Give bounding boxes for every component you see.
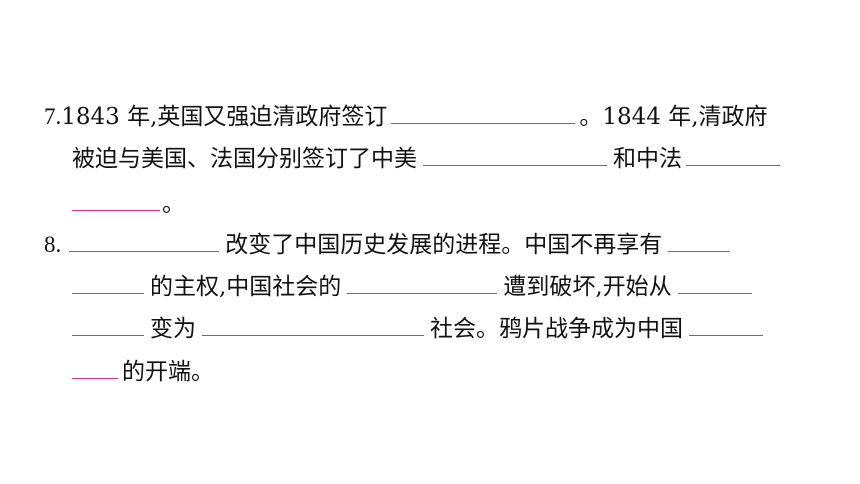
q7-text-1a: 1843 年,英国又强迫清政府签订	[61, 104, 388, 130]
q8-blank-2a[interactable]	[668, 250, 731, 252]
q7-text-2a: 被迫与美国、法国分别签订了中美	[72, 146, 417, 172]
q8-blank-6b[interactable]	[72, 377, 118, 379]
q7-number: 7.	[44, 104, 62, 129]
q8-number: 8.	[44, 232, 62, 257]
q7-text-2b: 和中法	[613, 146, 682, 172]
q8-text-1a: 改变了中国历史发展的进程。中国不再享有	[225, 232, 663, 258]
q7-end: 。	[162, 191, 185, 217]
q8-blank-3[interactable]	[347, 292, 498, 294]
q7-text-1b: 。1844 年,清政府	[579, 104, 768, 130]
q8-blank-4a[interactable]	[677, 292, 752, 294]
q7-line-3: 。	[72, 184, 185, 224]
q8-line-3: 变为 社会。鸦片战争成为中国	[72, 309, 763, 349]
q8-blank-5[interactable]	[202, 334, 424, 336]
q7-line-1: 7.1843 年,英国又强迫清政府签订 。1844 年,清政府	[44, 97, 768, 137]
q8-line-2: 的主权,中国社会的 遭到破坏,开始从	[72, 267, 752, 307]
q7-blank-3a[interactable]	[686, 164, 780, 166]
q8-line-1: 8. 改变了中国历史发展的进程。中国不再享有	[44, 225, 731, 265]
q8-blank-1[interactable]	[69, 250, 220, 252]
q8-text-2b: 遭到破坏,开始从	[503, 274, 672, 300]
q8-blank-6a[interactable]	[689, 334, 763, 336]
q8-blank-4b[interactable]	[72, 334, 144, 336]
q8-text-2a: 的主权,中国社会的	[150, 274, 342, 300]
q7-blank-3b[interactable]	[72, 209, 160, 211]
q7-blank-1[interactable]	[391, 122, 576, 124]
q8-text-3b: 社会。鸦片战争成为中国	[430, 316, 683, 342]
q8-text-3a: 变为	[150, 316, 196, 342]
q7-blank-2[interactable]	[423, 164, 607, 166]
q8-blank-2b[interactable]	[72, 292, 144, 294]
q7-line-2: 被迫与美国、法国分别签订了中美 和中法	[72, 139, 780, 179]
q8-text-4a: 的开端。	[122, 359, 214, 385]
q8-line-4: 的开端。	[72, 352, 214, 392]
